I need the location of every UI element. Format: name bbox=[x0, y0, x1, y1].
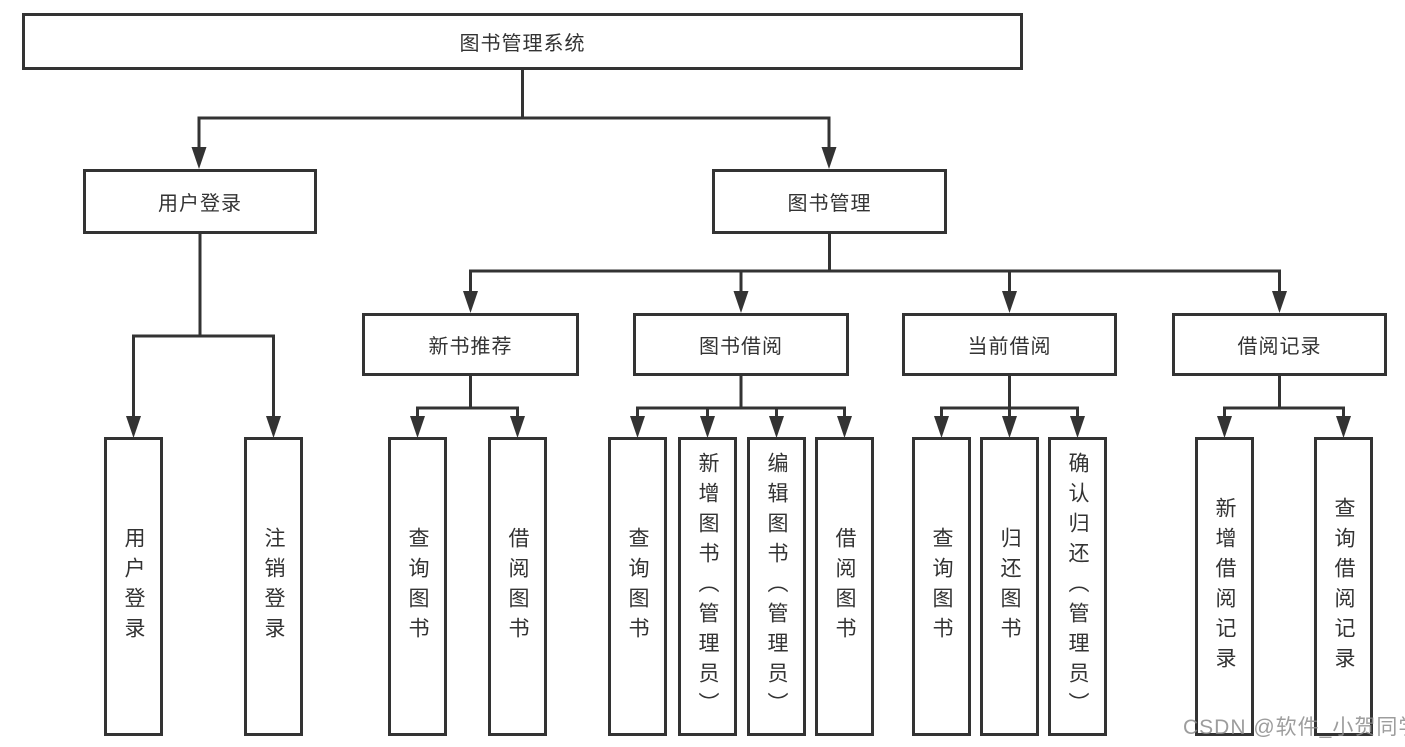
leaf-add-borrow-record: 新增借阅记录 bbox=[1195, 437, 1254, 736]
arrowhead bbox=[1272, 291, 1287, 313]
leaf-return-books: 归还图书 bbox=[980, 437, 1039, 736]
arrowhead bbox=[700, 416, 715, 438]
node-user-login: 用户登录 bbox=[83, 169, 317, 234]
leaf-confirm-return-admin: 确认归还（管理员） bbox=[1048, 437, 1107, 736]
leaf-borrow-books: 借阅图书 bbox=[815, 437, 874, 736]
leaf-borrow-books-recommend: 借阅图书 bbox=[488, 437, 547, 736]
node-root-label: 图书管理系统 bbox=[459, 33, 586, 55]
edge-current-branch bbox=[940, 374, 1079, 422]
leaf-add-books-admin-label: 新增图书（管理员） bbox=[696, 451, 719, 722]
leaf-logout: 注销登录 bbox=[244, 437, 303, 736]
node-book-management: 图书管理 bbox=[712, 169, 947, 234]
node-book-borrowing: 图书借阅 bbox=[633, 313, 849, 376]
arrowhead bbox=[191, 147, 207, 169]
leaf-query-books-recommend: 查询图书 bbox=[388, 437, 447, 736]
arrowhead bbox=[733, 291, 749, 313]
leaf-borrow-books-recommend-label: 借阅图书 bbox=[506, 526, 529, 647]
edge-userlogin-branch bbox=[132, 334, 275, 422]
leaf-edit-books-admin: 编辑图书（管理员） bbox=[747, 437, 806, 736]
arrowhead bbox=[1002, 291, 1017, 313]
arrowhead bbox=[837, 416, 852, 438]
leaf-return-books-label: 归还图书 bbox=[998, 526, 1021, 647]
arrowhead bbox=[510, 416, 525, 438]
leaf-query-books-borrow: 查询图书 bbox=[608, 437, 667, 736]
leaf-user-login-label: 用户登录 bbox=[122, 526, 145, 647]
node-root: 图书管理系统 bbox=[22, 13, 1023, 70]
node-borrowing-records-label: 借阅记录 bbox=[1237, 336, 1322, 358]
arrowhead bbox=[266, 416, 281, 438]
node-current-borrowing-label: 当前借阅 bbox=[967, 336, 1052, 358]
node-user-login-label: 用户登录 bbox=[158, 193, 242, 215]
node-book-borrowing-label: 图书借阅 bbox=[699, 336, 783, 358]
node-book-management-label: 图书管理 bbox=[787, 193, 872, 215]
leaf-query-borrow-record: 查询借阅记录 bbox=[1314, 437, 1373, 736]
edge-borrowing-branch bbox=[636, 374, 846, 422]
leaf-query-books-current-label: 查询图书 bbox=[930, 526, 953, 647]
arrowhead bbox=[1217, 416, 1232, 438]
arrowhead bbox=[630, 416, 645, 438]
node-borrowing-records: 借阅记录 bbox=[1172, 313, 1387, 376]
arrowhead bbox=[410, 416, 425, 438]
arrowhead bbox=[821, 147, 837, 169]
leaf-logout-label: 注销登录 bbox=[262, 526, 285, 647]
leaf-user-login: 用户登录 bbox=[104, 437, 163, 736]
arrowhead bbox=[1336, 416, 1351, 438]
leaf-query-books-borrow-label: 查询图书 bbox=[626, 526, 649, 647]
leaf-add-books-admin: 新增图书（管理员） bbox=[678, 437, 737, 736]
leaf-query-books-recommend-label: 查询图书 bbox=[406, 526, 429, 647]
edge-newbook-branch bbox=[416, 374, 519, 422]
node-current-borrowing: 当前借阅 bbox=[902, 313, 1117, 376]
arrowhead bbox=[769, 416, 784, 438]
leaf-confirm-return-admin-label: 确认归还（管理员） bbox=[1066, 451, 1089, 722]
watermark: CSDN @软件_小贺同学 bbox=[1183, 716, 1405, 739]
arrowhead bbox=[126, 416, 141, 438]
leaf-query-borrow-record-label: 查询借阅记录 bbox=[1332, 496, 1355, 677]
node-new-book-recommendation-label: 新书推荐 bbox=[428, 336, 513, 358]
arrowhead bbox=[1070, 416, 1085, 438]
leaf-borrow-books-label: 借阅图书 bbox=[833, 526, 856, 647]
leaf-edit-books-admin-label: 编辑图书（管理员） bbox=[765, 451, 788, 722]
leaf-add-borrow-record-label: 新增借阅记录 bbox=[1213, 496, 1236, 677]
arrowhead bbox=[1002, 416, 1017, 438]
arrowhead bbox=[463, 291, 478, 313]
edge-records-branch bbox=[1223, 374, 1345, 422]
arrowhead bbox=[934, 416, 949, 438]
node-new-book-recommendation: 新书推荐 bbox=[362, 313, 579, 376]
edge-bookmgmt-branch bbox=[469, 269, 1281, 296]
leaf-query-books-current: 查询图书 bbox=[912, 437, 971, 736]
edge-level1-branch bbox=[197, 116, 831, 152]
